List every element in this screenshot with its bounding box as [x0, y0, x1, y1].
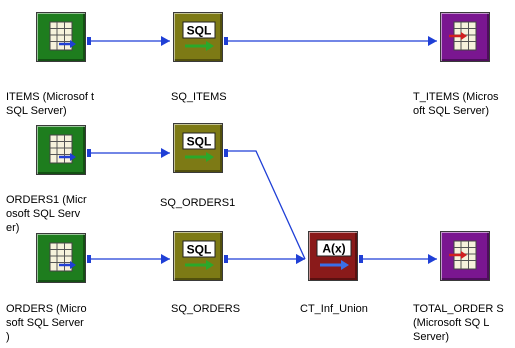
- arrowhead-icon: [428, 254, 437, 264]
- total-orders-target-node[interactable]: [440, 231, 490, 281]
- arrowhead-icon: [161, 36, 170, 46]
- arrowhead-icon: [296, 254, 305, 264]
- t-items-target-node[interactable]: [440, 12, 490, 62]
- table-arrow-red-icon: [449, 21, 477, 51]
- svg-text:A(x): A(x): [322, 242, 345, 256]
- table-arrow-red-icon: [449, 240, 477, 270]
- svg-text:SQL: SQL: [187, 24, 212, 38]
- ct-inf-union-node[interactable]: A(x): [308, 231, 358, 281]
- link-sq-orders1-to-ct-union[interactable]: [228, 150, 306, 260]
- orders-source-label: ORDERS (Micro soft SQL Server ): [6, 303, 87, 343]
- sq-orders1-node[interactable]: SQL: [173, 123, 223, 173]
- table-arrow-blue-icon: [49, 21, 76, 51]
- orders1-source-label: ORDERS1 (Micr osoft SQL Serv er): [6, 194, 87, 234]
- items-source-node[interactable]: [36, 12, 86, 62]
- ct-inf-union-label: CT_Inf_Union: [300, 303, 368, 315]
- svg-text:SQL: SQL: [187, 243, 212, 257]
- sql-icon: SQL: [182, 132, 216, 162]
- sql-icon: SQL: [182, 21, 216, 51]
- orders-source-node[interactable]: [36, 233, 86, 283]
- sq-items-label: SQ_ITEMS: [171, 91, 227, 103]
- sq-orders-label: SQ_ORDERS: [171, 303, 241, 315]
- sq-orders-node[interactable]: SQL: [173, 231, 223, 281]
- table-arrow-blue-icon: [49, 242, 76, 272]
- sql-icon: SQL: [182, 240, 216, 270]
- expression-icon: A(x): [316, 239, 352, 270]
- sq-orders1-label: SQ_ORDERS1: [160, 197, 236, 209]
- items-source-label: ITEMS (Microsof t SQL Server): [6, 91, 95, 117]
- t-items-target-label: T_ITEMS (Micros oft SQL Server): [413, 91, 499, 117]
- arrowhead-icon: [161, 254, 170, 264]
- orders1-source-node[interactable]: [36, 125, 86, 175]
- arrowhead-icon: [161, 148, 170, 158]
- total-orders-target-label: TOTAL_ORDER S (Microsoft SQ L Server): [413, 303, 504, 343]
- svg-text:SQL: SQL: [187, 135, 212, 149]
- table-arrow-blue-icon: [49, 134, 76, 164]
- sq-items-node[interactable]: SQL: [173, 12, 223, 62]
- arrowhead-icon: [428, 36, 437, 46]
